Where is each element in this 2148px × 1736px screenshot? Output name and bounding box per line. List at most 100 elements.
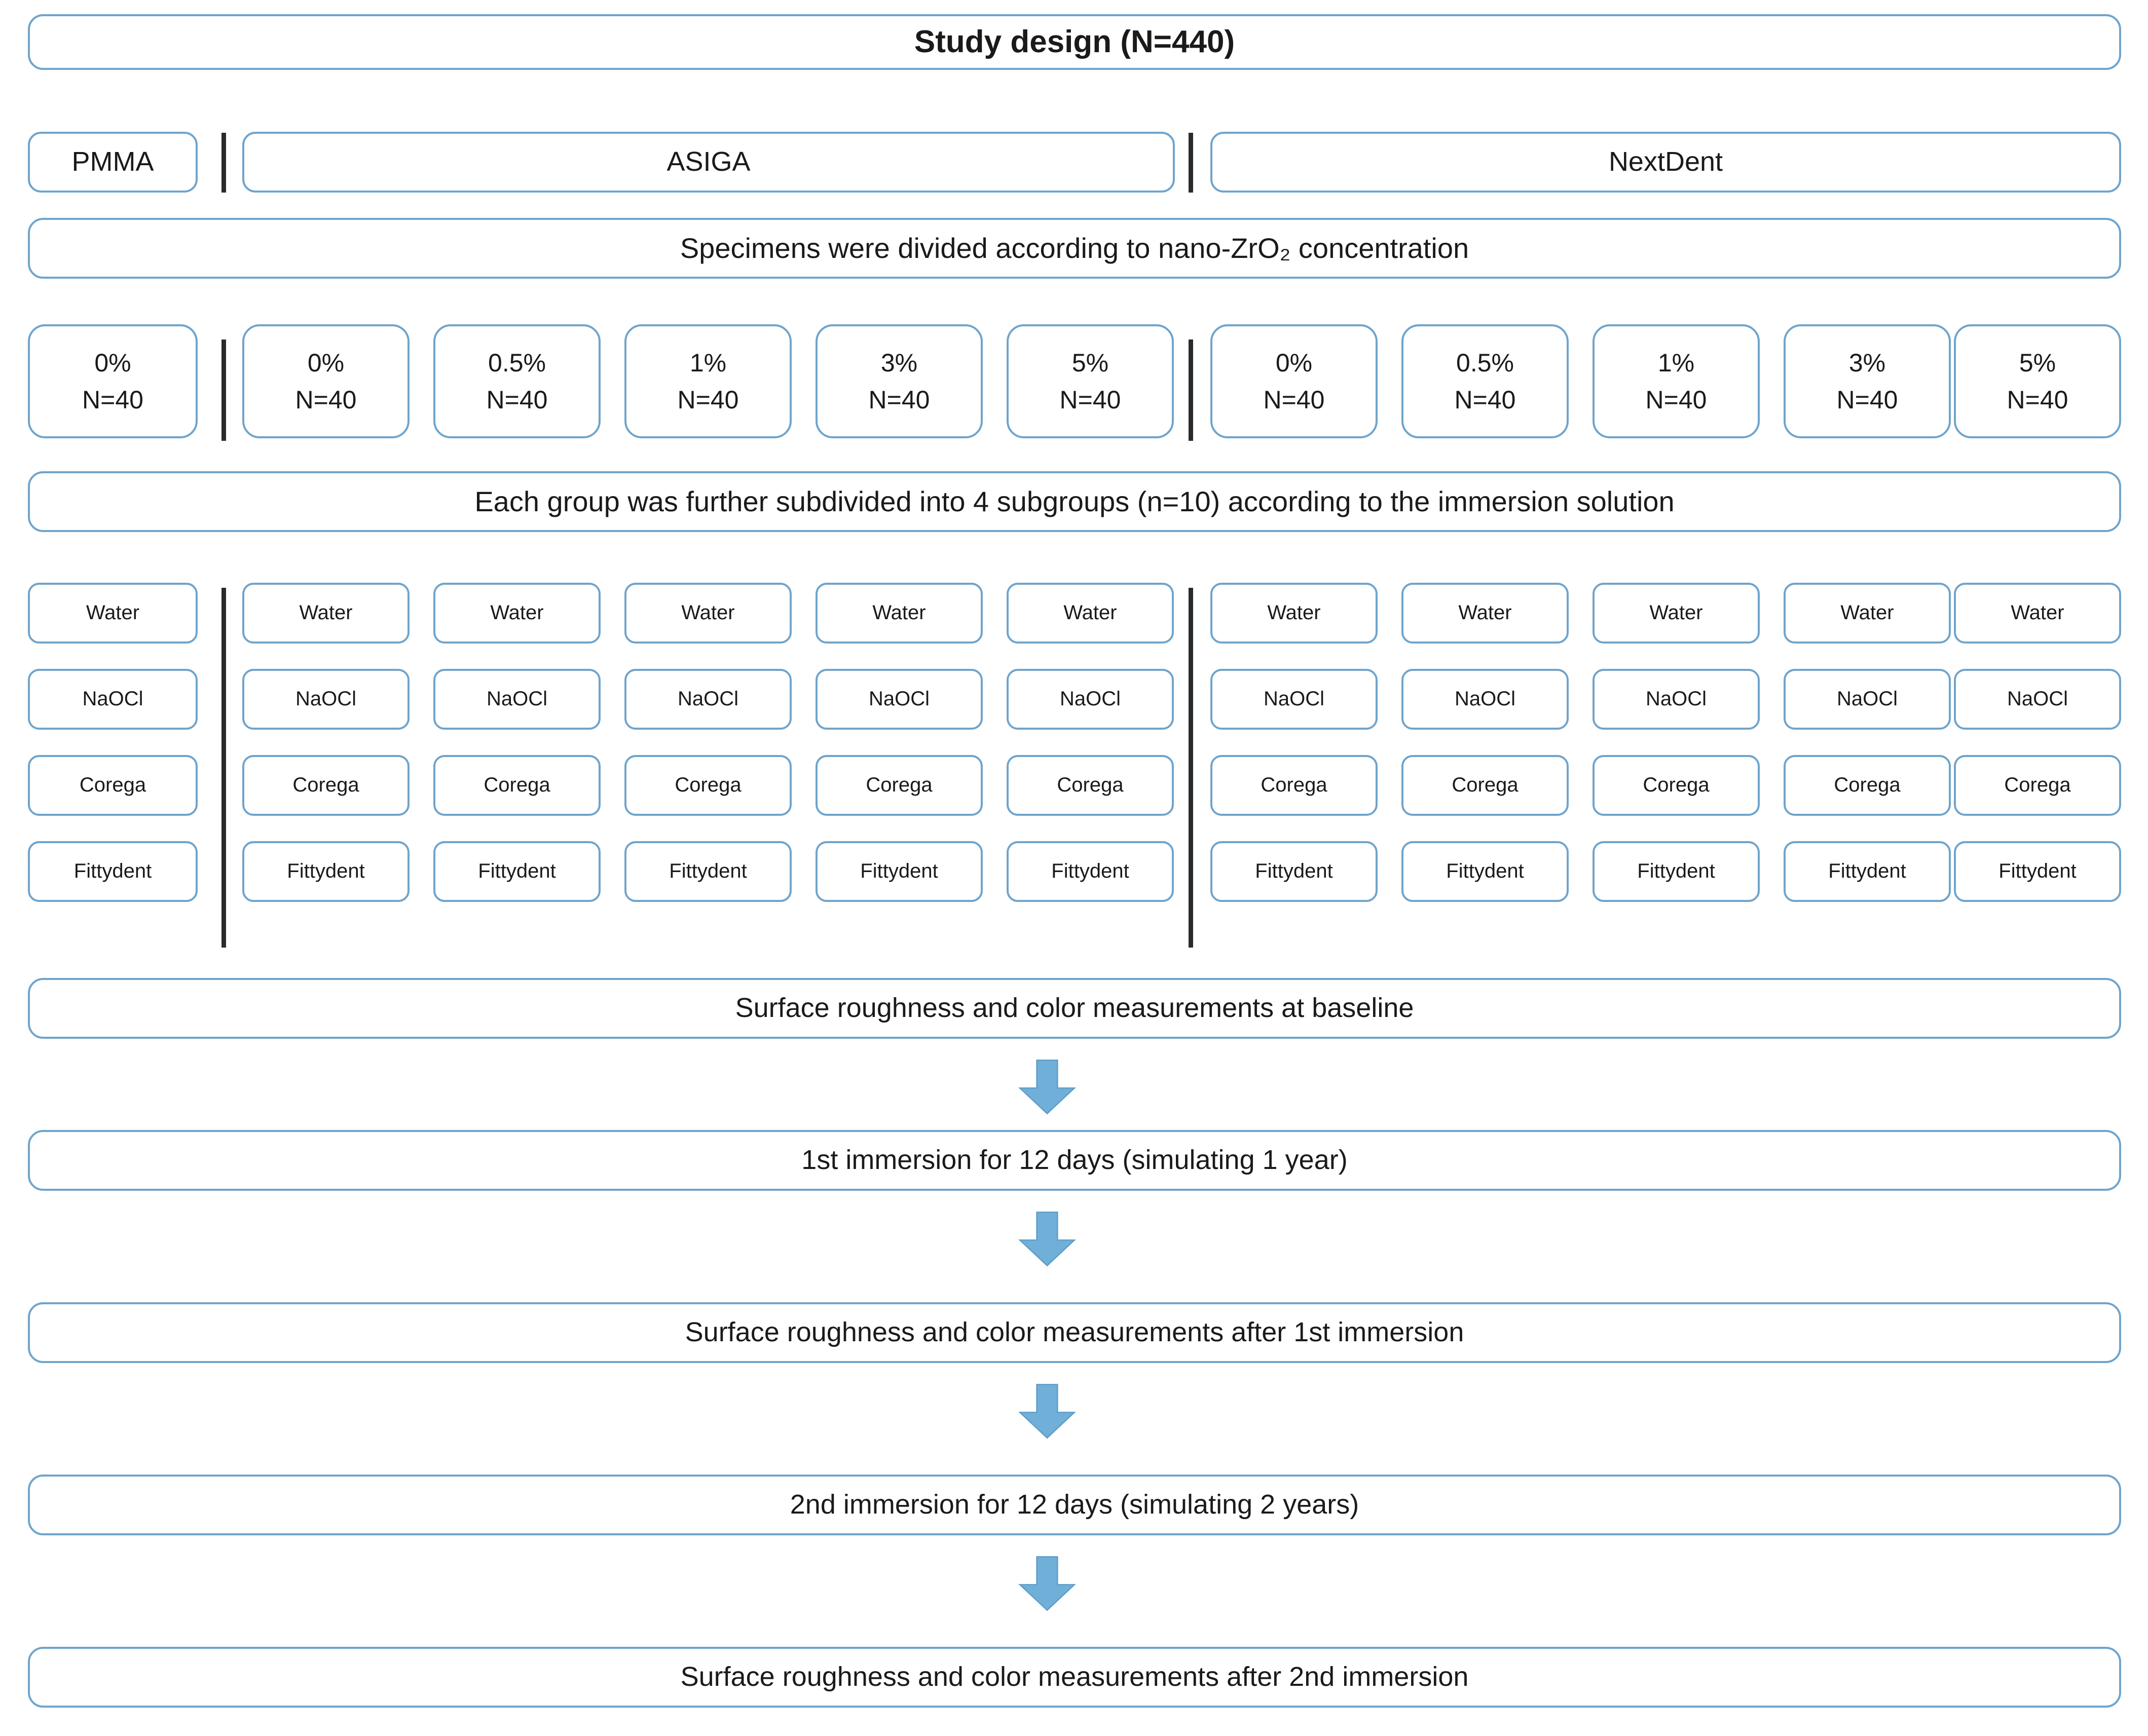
concentration-sample-size: N=40 — [868, 385, 930, 414]
solution-box: Fittydent — [1784, 841, 1951, 902]
solution-label: Fittydent — [1051, 860, 1129, 883]
solution-label: NaOCl — [1454, 688, 1516, 710]
solution-label: Corega — [866, 774, 933, 797]
subdivision-banner-label: Each group was further subdivided into 4… — [474, 485, 1675, 517]
concentration-value: 3% — [880, 348, 918, 377]
solution-box: NaOCl — [816, 669, 983, 730]
solution-label: Water — [2011, 601, 2064, 624]
concentration-value: 0% — [1275, 348, 1313, 377]
solution-box: Corega — [816, 755, 983, 816]
material-box-asiga: ASIGA — [242, 132, 1175, 193]
flow-arrow-2 — [1017, 1211, 1078, 1267]
concentration-sample-size: N=40 — [1645, 385, 1707, 414]
solution-label: NaOCl — [1836, 688, 1898, 710]
solution-box: Corega — [1784, 755, 1951, 816]
solution-label: Corega — [1452, 774, 1519, 797]
solution-label: Fittydent — [669, 860, 747, 883]
solution-box: Water — [624, 583, 792, 644]
solution-box: NaOCl — [433, 669, 601, 730]
solution-box: Water — [242, 583, 410, 644]
solution-label: NaOCl — [868, 688, 930, 710]
concentration-box: 5% N=40 — [1954, 324, 2121, 438]
flow-arrow-1 — [1017, 1059, 1078, 1115]
solution-box: NaOCl — [624, 669, 792, 730]
solution-box: NaOCl — [242, 669, 410, 730]
solution-box: NaOCl — [1401, 669, 1569, 730]
group-divider-asiga-nextdent — [1189, 133, 1193, 193]
solution-box: Corega — [1401, 755, 1569, 816]
concentration-sample-size: N=40 — [1059, 385, 1121, 414]
solution-box: Corega — [1210, 755, 1378, 816]
step-label: 1st immersion for 12 days (simulating 1 … — [801, 1145, 1348, 1176]
solution-label: Water — [1840, 601, 1894, 624]
concentration-value: 5% — [2019, 348, 2056, 377]
solution-box: Fittydent — [1401, 841, 1569, 902]
step-label: Surface roughness and color measurements… — [680, 1662, 1469, 1692]
solution-label: Water — [490, 601, 544, 624]
solution-box: NaOCl — [1954, 669, 2121, 730]
flow-arrow-4 — [1017, 1556, 1078, 1611]
solution-label: Water — [1267, 601, 1321, 624]
flow-arrow-3 — [1017, 1383, 1078, 1439]
step-label: 2nd immersion for 12 days (simulating 2 … — [790, 1489, 1359, 1520]
concentration-sample-size: N=40 — [1263, 385, 1325, 414]
solution-label: Water — [299, 601, 353, 624]
solution-box: Corega — [1593, 755, 1760, 816]
step-box-first-immersion: 1st immersion for 12 days (simulating 1 … — [28, 1130, 2121, 1191]
material-label: PMMA — [71, 146, 154, 177]
concentration-sample-size: N=40 — [295, 385, 357, 414]
concentration-box: 0%N=40 — [28, 324, 198, 438]
solution-label: Water — [1458, 601, 1512, 624]
solution-box: Fittydent — [433, 841, 601, 902]
solution-label: Water — [1063, 601, 1117, 624]
solution-label: Fittydent — [1255, 860, 1333, 883]
material-label: NextDent — [1608, 146, 1723, 177]
solution-label: Corega — [292, 774, 359, 797]
solution-label: Fittydent — [478, 860, 556, 883]
concentration-value: 0% — [307, 348, 345, 377]
concentration-value: 5% — [1071, 348, 1109, 377]
concentration-value: 0.5% — [1456, 348, 1514, 377]
concentration-value: 0% — [94, 348, 131, 377]
concentration-sample-size: N=40 — [1836, 385, 1898, 414]
solution-box: Water — [1784, 583, 1951, 644]
solution-box: Fittydent — [28, 841, 198, 902]
concentration-value: 1% — [689, 348, 727, 377]
solution-label: Corega — [675, 774, 742, 797]
solution-label: Fittydent — [1998, 860, 2077, 883]
material-box-nextdent: NextDent — [1210, 132, 2121, 193]
solution-box: Water — [433, 583, 601, 644]
solution-box: Fittydent — [1210, 841, 1378, 902]
concentration-value: 1% — [1657, 348, 1695, 377]
solution-box: Fittydent — [816, 841, 983, 902]
solution-label: Fittydent — [73, 860, 152, 883]
material-label: ASIGA — [666, 146, 751, 177]
step-label: Surface roughness and color measurements… — [685, 1317, 1464, 1348]
division-banner-label: Specimens were divided according to nano… — [680, 232, 1469, 264]
solution-label: Corega — [1643, 774, 1710, 797]
concentration-value: 0.5% — [488, 348, 546, 377]
solution-label: NaOCl — [1645, 688, 1707, 710]
solution-label: Corega — [1261, 774, 1327, 797]
concentration-box: 1%N=40 — [624, 324, 792, 438]
solution-box: Corega — [624, 755, 792, 816]
concentration-sample-size: N=40 — [1454, 385, 1516, 414]
concentration-sample-size: N=40 — [2007, 385, 2068, 414]
solution-box: Water — [1593, 583, 1760, 644]
solution-box: Fittydent — [1593, 841, 1760, 902]
division-banner-box: Specimens were divided according to nano… — [28, 218, 2121, 279]
concentration-box: 0% N=40 — [1210, 324, 1378, 438]
solution-box: NaOCl — [1784, 669, 1951, 730]
solution-box: Corega — [242, 755, 410, 816]
solution-divider-pmma-asiga — [221, 588, 226, 948]
solution-label: Water — [681, 601, 735, 624]
solution-label: Corega — [1834, 774, 1901, 797]
step-label: Surface roughness and color measurements… — [735, 993, 1414, 1024]
solution-box: Fittydent — [1954, 841, 2121, 902]
concentration-box: 0% N=40 — [242, 324, 410, 438]
page-title: Study design (N=440) — [914, 24, 1235, 60]
solution-box: Corega — [1954, 755, 2121, 816]
solution-label: Corega — [484, 774, 550, 797]
solution-box: Fittydent — [624, 841, 792, 902]
